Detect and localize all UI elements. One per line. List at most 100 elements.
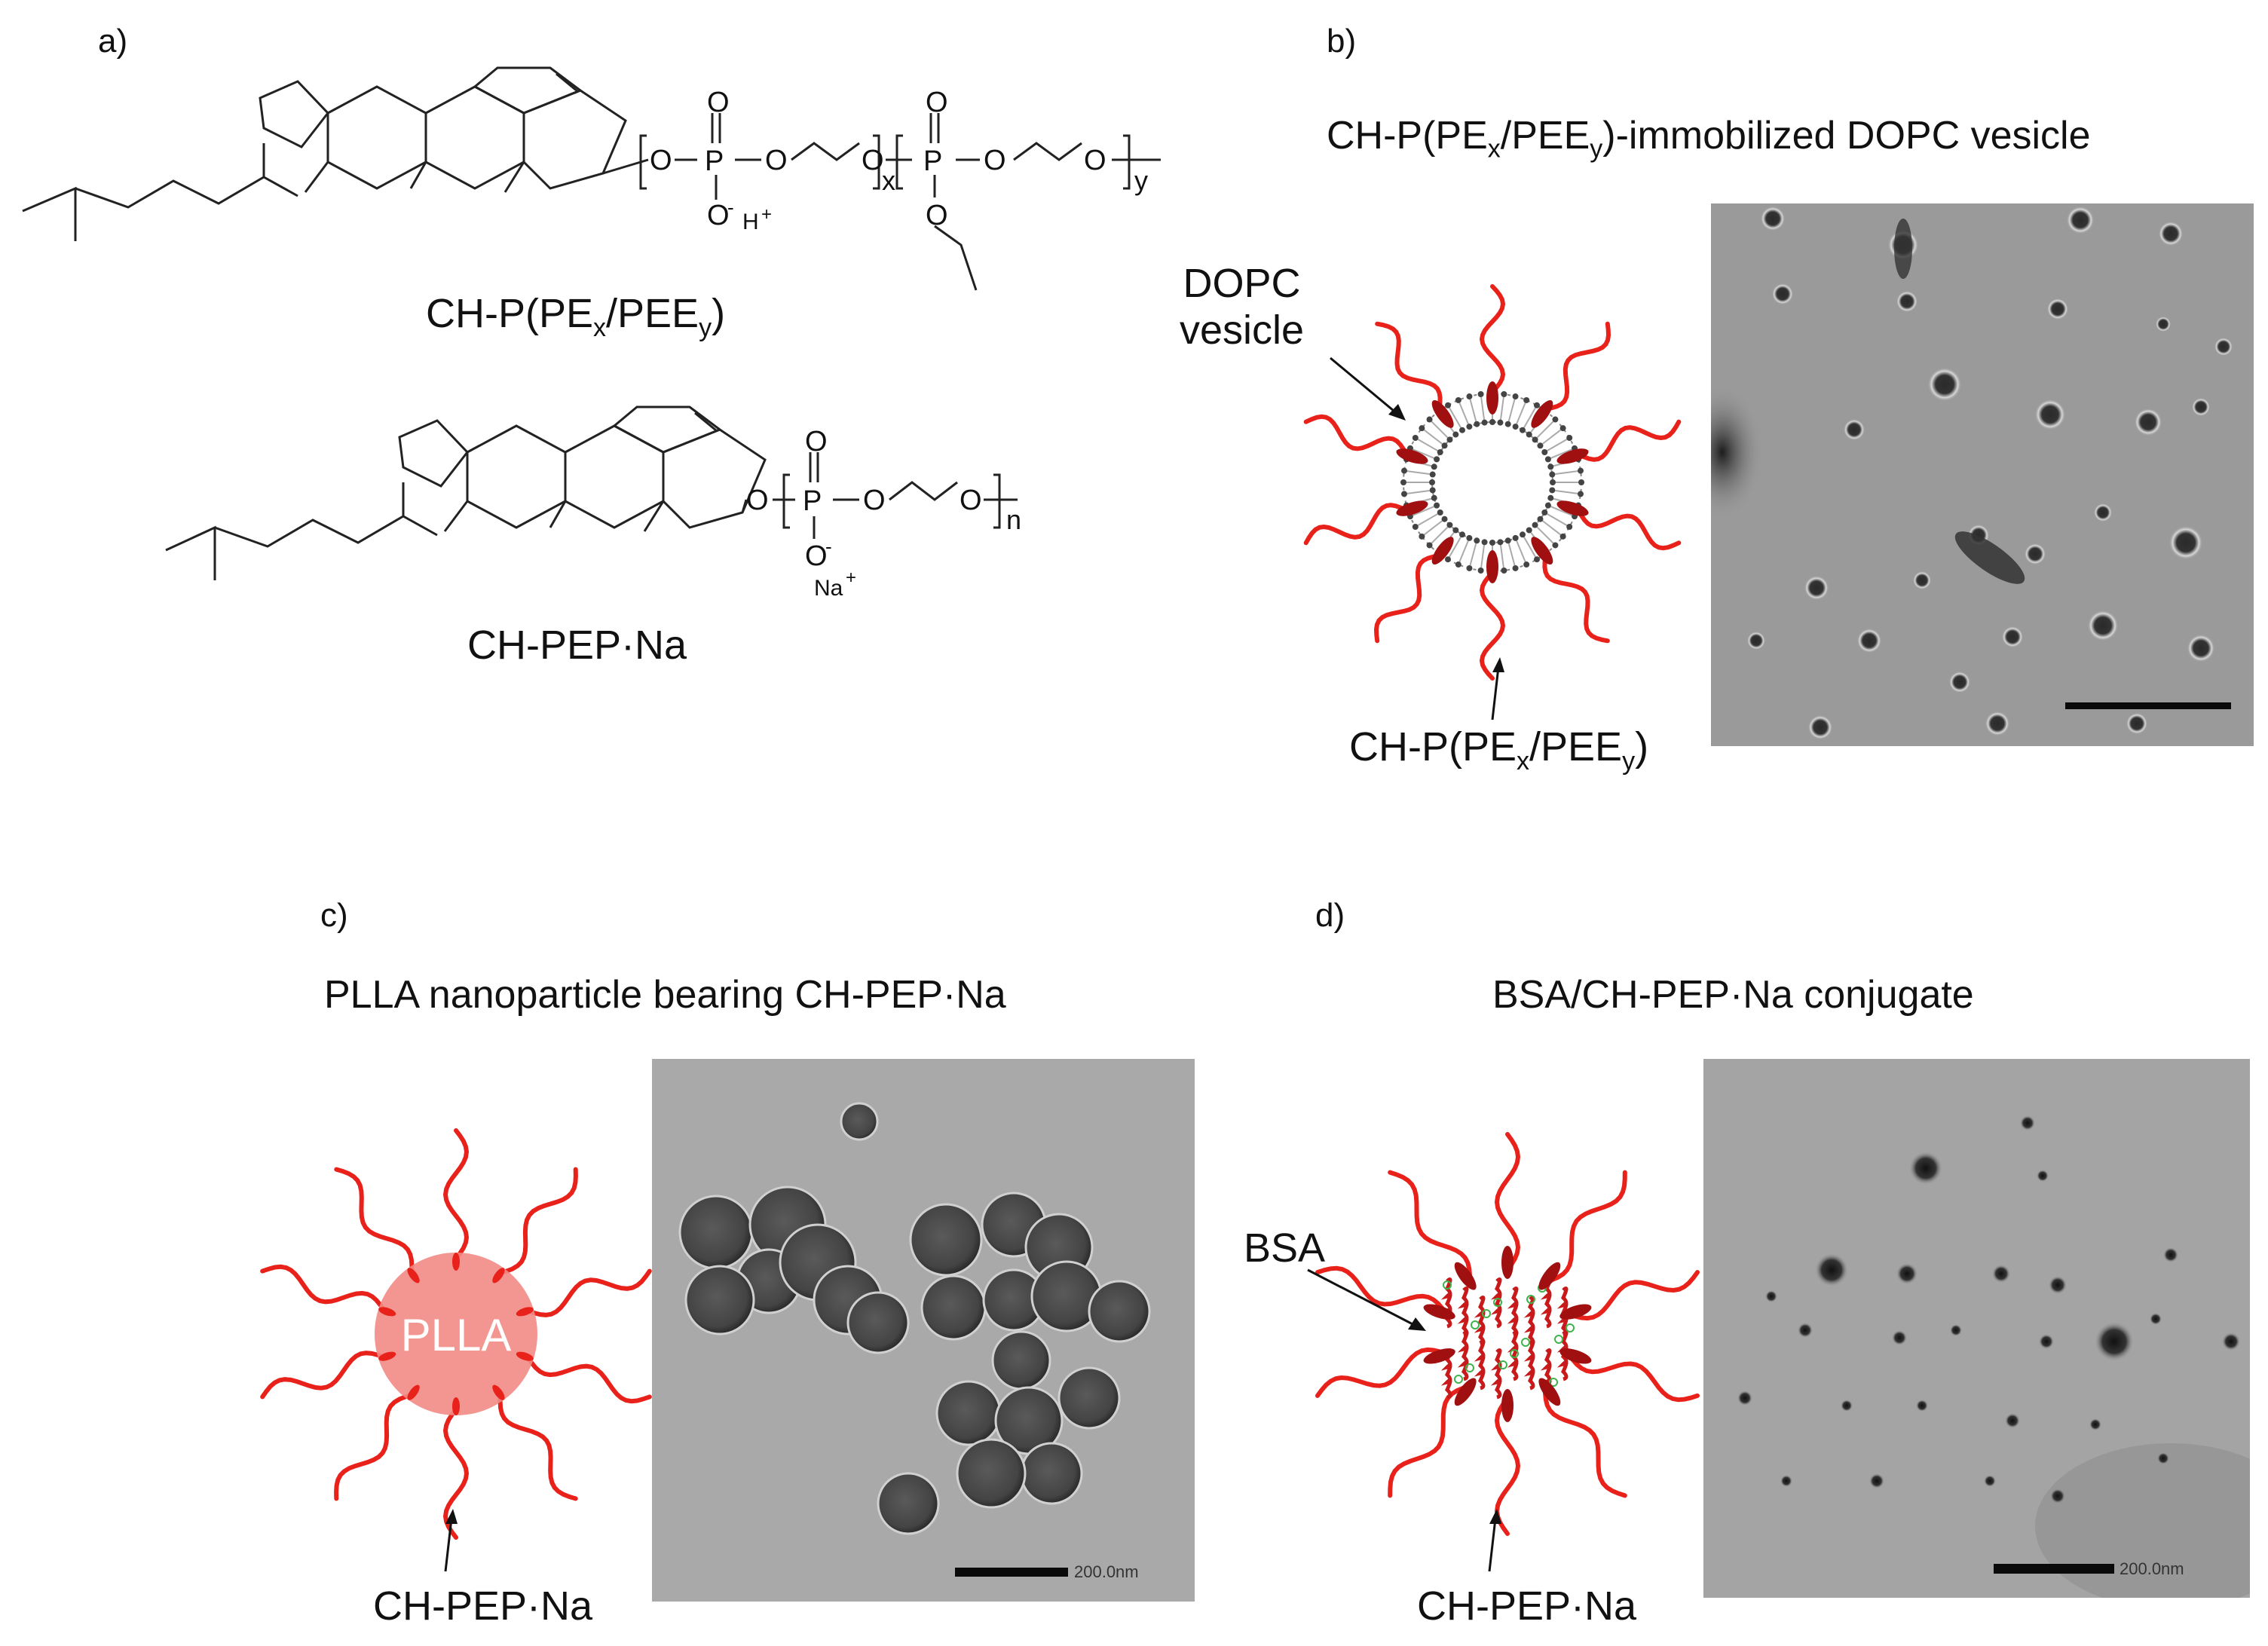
lipid-tail [1499, 545, 1504, 568]
protein-helix [1540, 1277, 1552, 1329]
lipid-tail [1550, 448, 1572, 459]
plla-particle [991, 1330, 1051, 1391]
lipid-head [1523, 561, 1530, 568]
bsa-label: BSA [1244, 1225, 1326, 1271]
em-image-vesicles [1711, 203, 2254, 746]
lipid-head [1534, 402, 1540, 408]
vesicle-schematic [1303, 284, 1682, 681]
lipid-head [1474, 537, 1480, 544]
lipid-head [1541, 509, 1548, 516]
chemical-structure-2: O P O O - Na + O O n [165, 405, 1021, 601]
svg-text:O: O [805, 540, 828, 572]
conjugate-particle [1841, 1400, 1853, 1412]
svg-text:y: y [1134, 165, 1148, 196]
conjugate-particle [1869, 1473, 1884, 1488]
svg-text:O: O [960, 485, 982, 516]
conjugate-particle [2095, 1322, 2134, 1361]
protein-loop [1443, 1280, 1452, 1290]
lipid-tail [1507, 399, 1516, 422]
scale-text-d: 200.0nm [2120, 1559, 2184, 1578]
lipid-head [1537, 442, 1544, 449]
polymer-chain [1543, 1383, 1627, 1498]
lipid-tail [1523, 407, 1536, 428]
lipid-tail [1458, 540, 1469, 562]
vesicle-aggregate [1954, 531, 2025, 584]
polymer-chain [1303, 503, 1409, 546]
vesicle-particle [2169, 526, 2202, 559]
svg-text:+: + [846, 568, 856, 588]
lipid-head [1419, 425, 1425, 432]
lipid-head [1441, 442, 1448, 449]
lipid-head [1401, 491, 1408, 497]
vesicle-particle [1857, 629, 1881, 653]
lipid-head [1452, 527, 1459, 534]
protein-loop [1549, 1378, 1558, 1387]
panel-c-title: PLLA nanoparticle bearing CH-PEP·Na [324, 973, 1006, 1017]
vesicle-particle [1808, 715, 1832, 739]
lipid-head [1537, 516, 1544, 522]
conjugate-particle [2020, 1115, 2035, 1130]
conjugate-particle [2222, 1332, 2240, 1351]
polymer-chain [1375, 321, 1443, 412]
cholesterol-anchor [1559, 1304, 1592, 1320]
polymer-chain [1542, 553, 1610, 644]
cholesterol-anchor [1431, 399, 1454, 428]
protein-helix [1490, 1348, 1502, 1400]
conjugate-particle [2163, 1247, 2178, 1262]
vesicle-particle [1985, 711, 2009, 736]
lipid-head [1419, 533, 1425, 540]
lipid-head [1431, 464, 1437, 470]
cholesterol-anchor [1486, 381, 1498, 415]
polymer-chain [1566, 1351, 1700, 1403]
lipid-head [1400, 479, 1406, 485]
protein-loop [1498, 1360, 1507, 1369]
lipid-head [1520, 531, 1526, 538]
plla-nanoparticle-schematic: PLLA [260, 1128, 652, 1540]
lipid-tail [1417, 439, 1438, 451]
arrow-dopc [1330, 356, 1406, 421]
lipid-head [1477, 567, 1484, 574]
svg-text:O: O [707, 87, 730, 118]
conjugate-particle [1950, 1324, 1962, 1336]
polymer-chain [260, 1264, 387, 1314]
polymer-label-d: CH-PEP·Na [1417, 1583, 1637, 1629]
lipid-tail [1523, 537, 1536, 558]
vesicle-particle [2214, 338, 2233, 356]
lipid-tail [1423, 520, 1443, 536]
svg-text:O: O [862, 145, 884, 176]
lipid-head [1504, 537, 1511, 544]
cholesterol-anchor [378, 1307, 396, 1317]
lipid-head [1512, 424, 1519, 430]
lipid-tail [1406, 470, 1430, 476]
vesicle-particle [1844, 419, 1865, 440]
scale-bar [2065, 702, 2231, 709]
atom-o: O [650, 145, 672, 176]
lipid-head [1426, 542, 1433, 549]
plla-particle [877, 1472, 940, 1535]
lipid-head [1523, 396, 1530, 403]
conjugate-particle [1765, 1290, 1777, 1302]
lipid-head [1550, 479, 1556, 485]
lipid-head [1512, 564, 1519, 571]
polymer-chain [497, 1167, 578, 1276]
lipid-head [1429, 471, 1436, 478]
lipid-head [1559, 425, 1566, 432]
polymer-chain [334, 1392, 415, 1501]
conjugate-particle [1815, 1253, 1848, 1287]
lipid-head [1559, 533, 1566, 540]
lipid-head [1401, 467, 1408, 474]
polymer-chain [1543, 1170, 1627, 1285]
vesicle-particle [1804, 576, 1829, 600]
lipid-head [1577, 491, 1584, 497]
cholesterol-anchor [1396, 448, 1428, 464]
cholesterol-anchor [1559, 1348, 1592, 1364]
lipid-head [1541, 449, 1548, 455]
lipid-head [1577, 467, 1584, 474]
lipid-tail [1536, 526, 1554, 544]
svg-text:O: O [805, 426, 828, 457]
bsa-conjugate-schematic [1315, 1132, 1700, 1536]
lipid-head [1455, 396, 1461, 403]
svg-text:O: O [926, 87, 948, 118]
cholesterol-anchor [407, 1384, 420, 1400]
lipid-head [1544, 456, 1551, 463]
